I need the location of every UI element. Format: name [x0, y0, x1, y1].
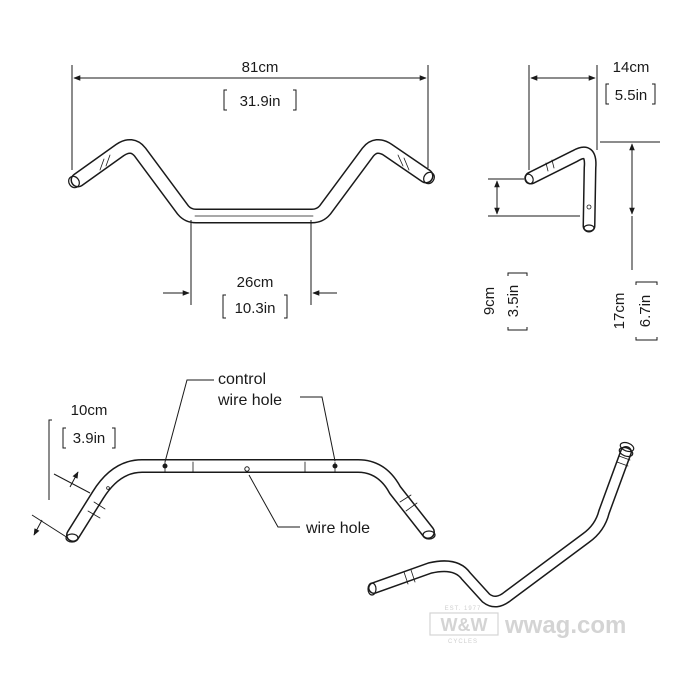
watermark-brand: W&W — [441, 615, 488, 635]
center-width-dimension — [163, 220, 337, 319]
control-wire-hole-label-line2: wire hole — [217, 392, 282, 409]
perspective-view-handlebar — [367, 441, 635, 608]
rise-high-imperial: 6.7in — [637, 295, 654, 328]
watermark-bottom-small: CYCLES — [448, 639, 478, 645]
top-view-handlebar — [65, 459, 436, 543]
pullback-dimension — [528, 65, 656, 170]
wire-hole-leader — [248, 474, 300, 528]
center-width-metric: 26cm — [237, 274, 274, 291]
pullback-imperial: 5.5in — [615, 87, 648, 104]
rise-high-metric: 17cm — [611, 293, 628, 330]
grip-offset-dimension — [31, 419, 116, 539]
rise-low-dimension — [488, 178, 580, 331]
grip-offset-metric: 10cm — [71, 402, 108, 419]
rise-high-dimension — [600, 141, 660, 341]
front-view: 81cm 31.9in 26cm 10.3in — [68, 59, 435, 319]
watermark-site: wwag.com — [504, 612, 626, 639]
overall-width-metric: 81cm — [242, 59, 279, 76]
watermark-top-small: EST. 1977 — [445, 606, 482, 612]
rise-low-metric: 9cm — [481, 287, 498, 315]
overall-width-imperial: 31.9in — [240, 93, 281, 110]
front-view-handlebar — [68, 139, 435, 224]
side-view-handlebar — [524, 146, 597, 233]
grip-offset-imperial: 3.9in — [73, 430, 106, 447]
control-wire-hole-leaders — [164, 379, 336, 463]
pullback-metric: 14cm — [613, 59, 650, 76]
side-view: 14cm 5.5in 9cm 3.5in 17cm 6.7in — [481, 59, 660, 341]
top-view: 10cm 3.9in control wire hole wire hole — [31, 371, 436, 543]
perspective-view — [367, 441, 635, 608]
overall-width-dimension — [71, 65, 429, 170]
watermark-logo: EST. 1977 W&W CYCLES — [429, 606, 499, 645]
center-width-imperial: 10.3in — [235, 300, 276, 317]
rise-low-imperial: 3.5in — [505, 285, 522, 318]
wire-hole-label: wire hole — [305, 520, 370, 537]
control-wire-hole-label-line1: control — [218, 371, 266, 388]
